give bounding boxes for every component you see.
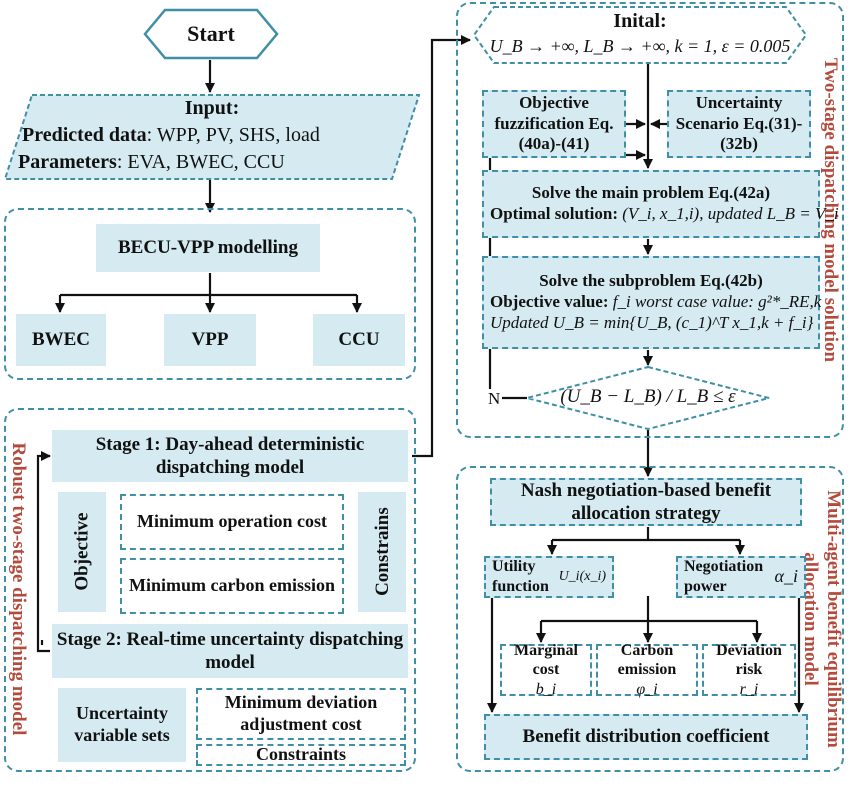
robust-region <box>4 408 416 772</box>
subproblem-objective-formula: f_i worst case value: g²*_RE,k <box>612 292 822 312</box>
constraints-box: Constraints <box>196 744 406 766</box>
negotiation-formula: α_i <box>774 566 798 587</box>
bracket-stage-loop <box>36 451 51 653</box>
init-formula: U_B → +∞, L_B → +∞, k = 1, ε = 0.005 <box>489 36 791 56</box>
arrow-stage1-init <box>412 35 471 458</box>
no-label: N <box>486 389 503 409</box>
input-block <box>4 94 420 180</box>
main-solution-label: Optimal solution: <box>490 204 618 223</box>
main-problem-title: Solve the main problem Eq.(42a) <box>531 183 771 203</box>
convergence-formula: (U_B − L_B) / L_B ≤ ε <box>560 386 736 407</box>
convergence-check <box>526 366 770 430</box>
min-carbon-box: Minimum carbon emission <box>120 558 344 614</box>
model-child-vpp: VPP <box>164 314 256 366</box>
uncertainty-scenario-box: Uncertainty Scenario Eq.(31)-(32b) <box>667 90 811 158</box>
objective-box: Objective <box>58 492 106 612</box>
start-terminal <box>143 8 279 60</box>
main-problem-box: Solve the main problem Eq.(42a) Optimal … <box>482 170 839 238</box>
marginal-symbol: b_i <box>535 680 557 698</box>
subproblem-objective-label: Objective value: <box>490 292 609 312</box>
robust-side-label: Robust two-stage dispatching model <box>8 442 29 736</box>
modelling-region <box>4 208 416 380</box>
input-parameters-line: Parameters: EVA, BWEC, CCU <box>18 151 285 174</box>
stage2-box: Stage 2: Real-time uncertainty dispatchi… <box>52 624 408 678</box>
carbon-symbol: φ_i <box>636 680 658 698</box>
min-deviation-box: Minimum deviation adjustment cost <box>196 688 406 740</box>
stage1-box: Stage 1: Day-ahead deterministic dispatc… <box>52 430 408 482</box>
predicted-value: : WPP, PV, SHS, load <box>146 124 320 146</box>
marginal-label: Marginal cost <box>514 641 578 679</box>
solution-region <box>456 2 844 438</box>
input-predicted-line: Predicted data: WPP, PV, SHS, load <box>22 124 320 147</box>
modelling-title: BECU-VPP modelling <box>96 224 320 272</box>
carbon-label: Carbon emission <box>617 641 677 679</box>
parameters-label: Parameters <box>18 151 117 173</box>
utility-box: Utility function U_i(x_i) <box>484 556 614 598</box>
init-title: Inital: <box>613 10 667 32</box>
model-child-bwec: BWEC <box>16 314 106 366</box>
utility-label: Utility function <box>492 558 549 595</box>
carbon-emission-box: Carbon emission φ_i <box>596 641 698 698</box>
allocation-region <box>456 466 844 772</box>
marginal-cost-box: Marginal cost b_i <box>500 641 592 698</box>
subproblem-title: Solve the subproblem Eq.(42b) <box>539 271 763 291</box>
negotiation-label: Negotiation power <box>684 558 764 595</box>
objective-label: Objective <box>71 512 93 592</box>
constrains-label: Constrains <box>371 507 393 597</box>
allocation-side-label-1: Multi-agent benefit equilibrium <box>823 490 844 748</box>
start-label: Start <box>187 21 235 46</box>
predicted-label: Predicted data <box>22 124 147 146</box>
benefit-box: Benefit distribution coefficient <box>484 714 808 760</box>
nash-box: Nash negotiation-based benefit allocatio… <box>490 478 802 526</box>
parameters-value: : EVA, BWEC, CCU <box>116 151 285 173</box>
init-block <box>472 6 808 64</box>
constrains-box: Constrains <box>358 492 406 612</box>
subproblem-objective: Objective value: f_i worst case value: g… <box>484 292 821 313</box>
min-cost-box: Minimum operation cost <box>120 494 344 550</box>
deviation-label: Deviation risk <box>716 641 782 679</box>
main-problem-solution: Optimal solution: (V_i, x_1,i), updated … <box>484 204 839 225</box>
utility-formula: U_i(x_i) <box>558 569 606 585</box>
subproblem-update: Updated U_B = min{U_B, (c_1)^T x_1,k + f… <box>490 312 814 332</box>
objective-fuzzification-box: Objective fuzzification Eq.(40a)-(41) <box>482 90 626 158</box>
deviation-symbol: r_i <box>739 680 759 698</box>
model-child-ccu: CCU <box>313 314 405 366</box>
main-solution-formula: (V_i, x_1,i), updated L_B = V_i <box>622 204 839 223</box>
negotiation-box: Negotiation power α_i <box>676 556 806 598</box>
uncertainty-sets-box: Uncertainty variable sets <box>58 688 186 762</box>
deviation-risk-box: Deviation risk r_i <box>702 641 796 698</box>
input-title: Input: <box>184 97 240 119</box>
subproblem-box: Solve the subproblem Eq.(42b) Objective … <box>482 256 821 349</box>
